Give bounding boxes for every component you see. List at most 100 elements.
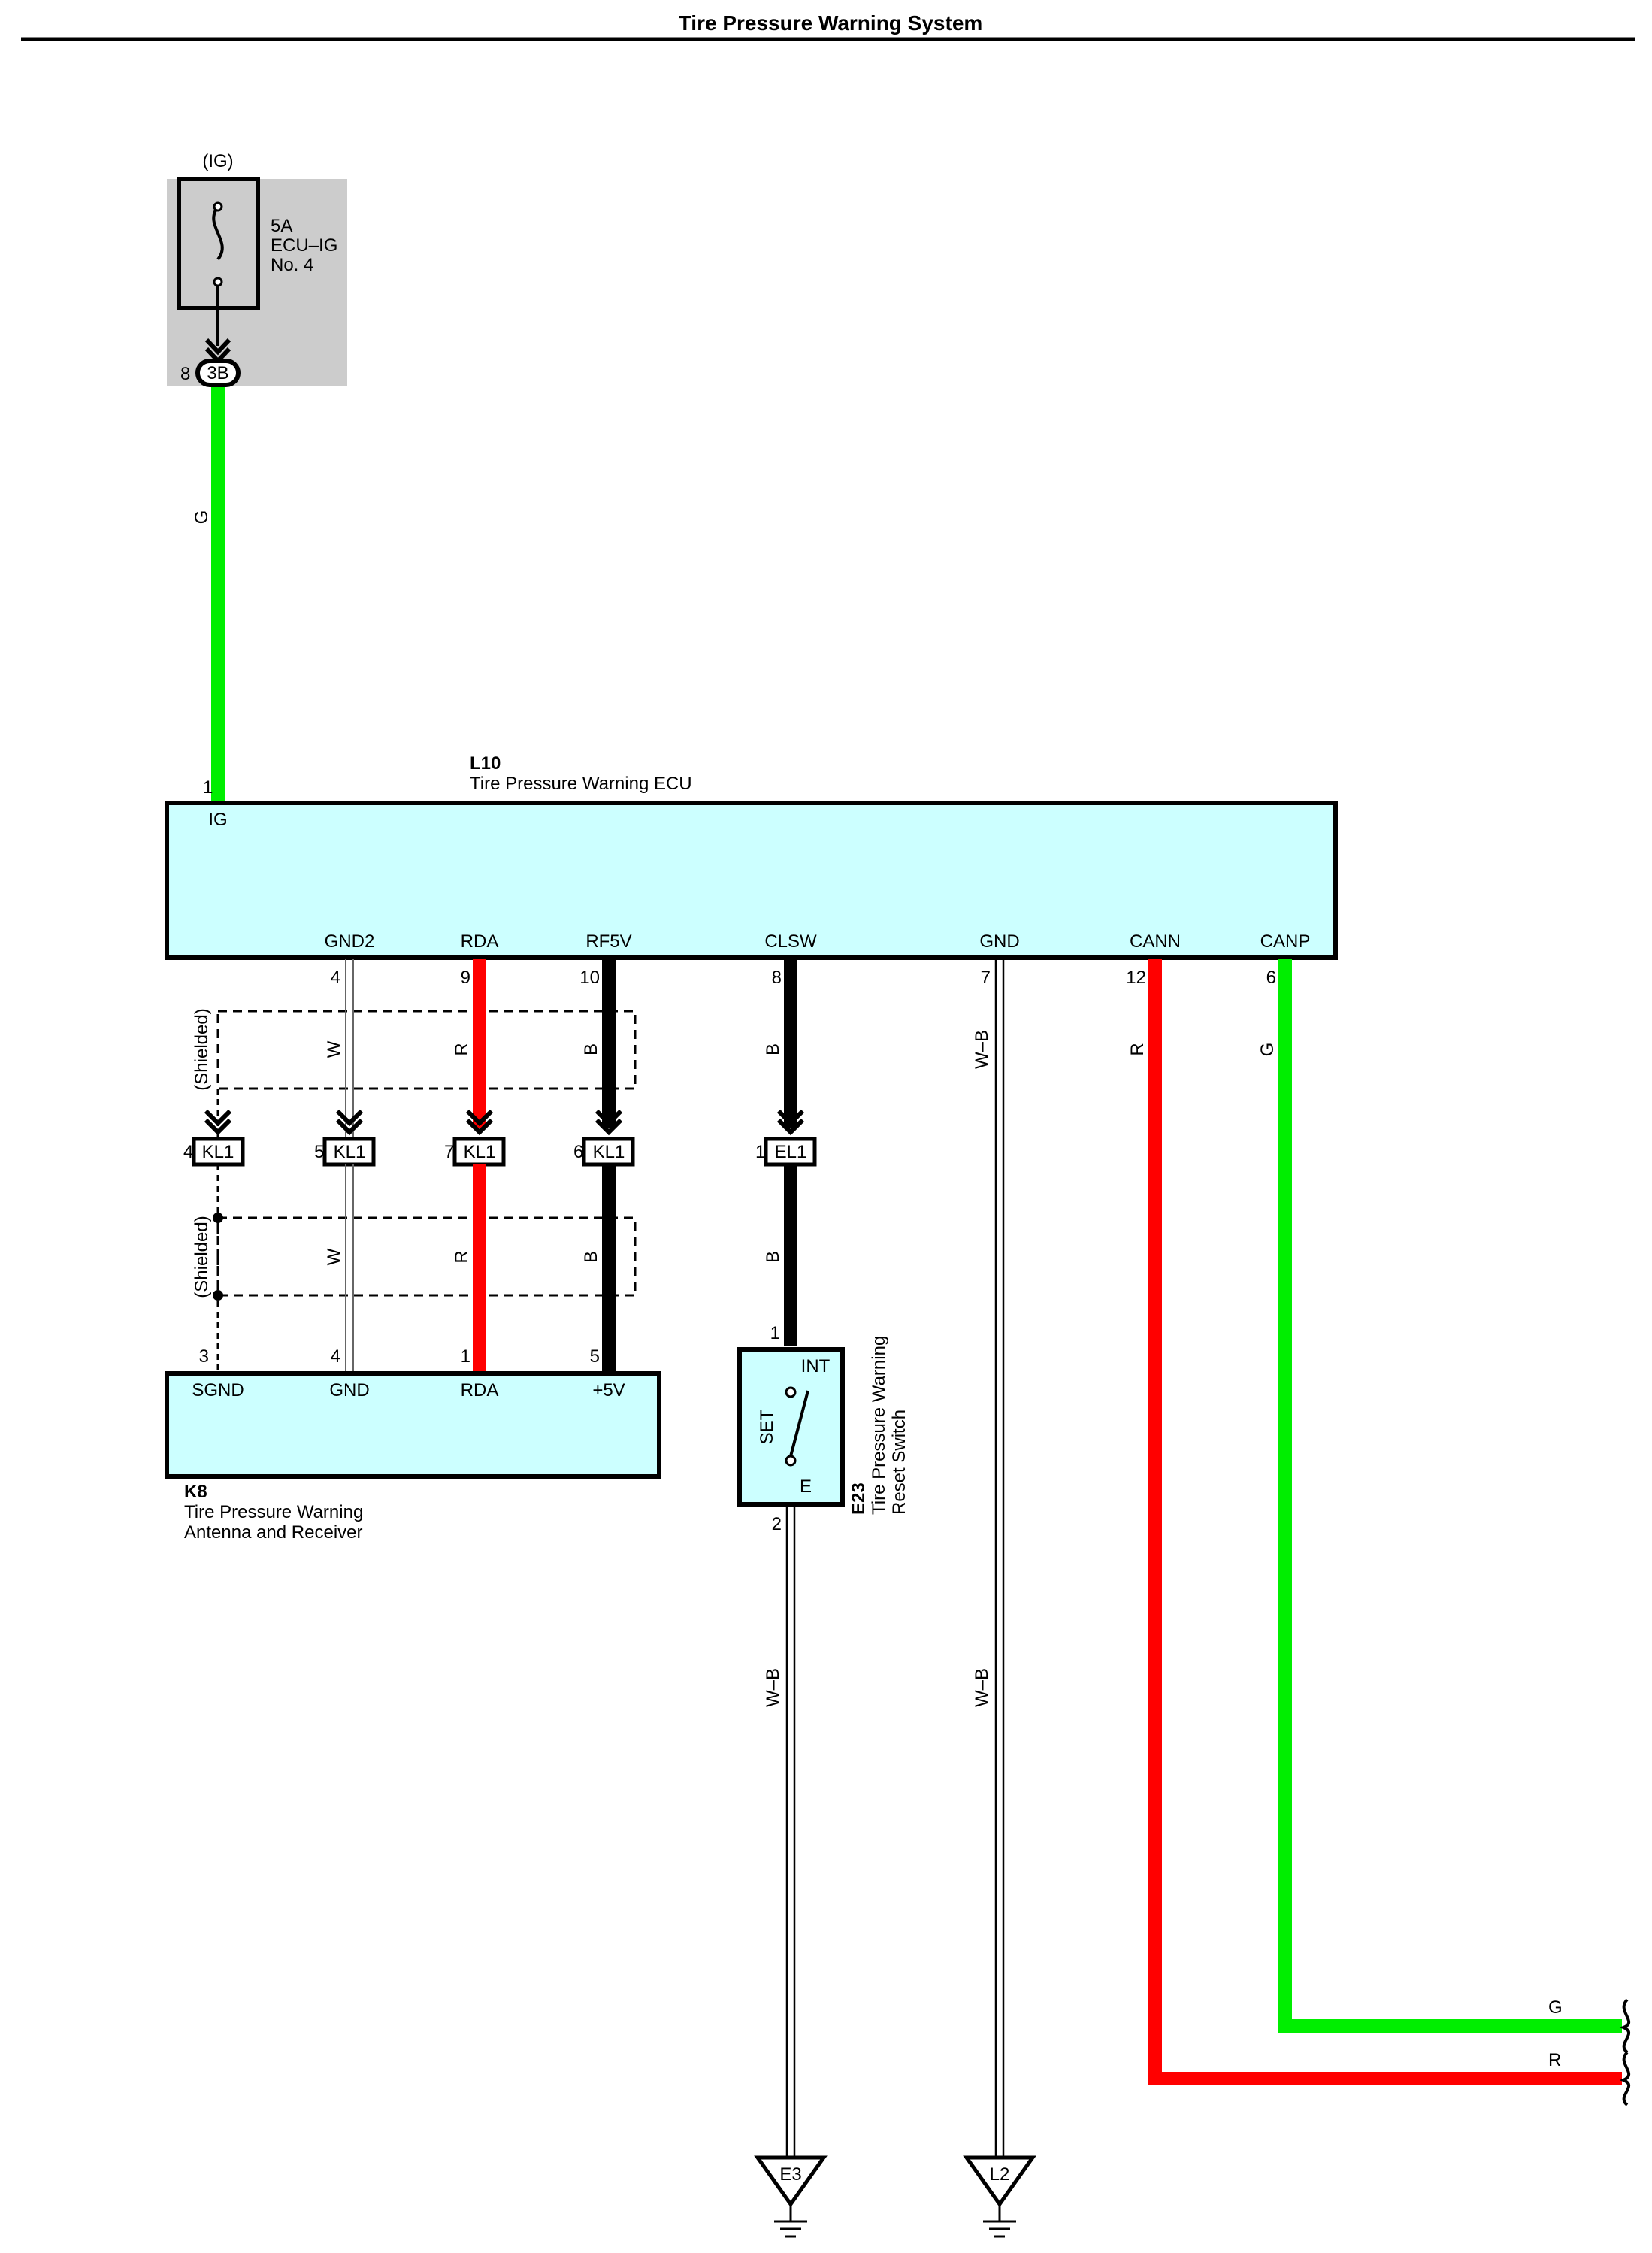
ecu-pin-label: RDA: [461, 931, 499, 952]
switch-pin-number: 2: [772, 1514, 782, 1534]
receiver-pin-number: 3: [199, 1346, 209, 1367]
switch-set-label: SET: [757, 1409, 777, 1444]
fuse-connector-label: 3B: [207, 363, 228, 383]
ecu-pin-number: 12: [1126, 968, 1146, 988]
wire-g-color-label: G: [1257, 1043, 1278, 1057]
ecu-pin-label: GND: [979, 931, 1019, 952]
ecu-name: Tire Pressure Warning ECU: [470, 774, 692, 794]
connector-label: KL1: [593, 1142, 625, 1162]
ecu-l10: L10 Tire Pressure Warning ECU 1 IG GND2 …: [165, 753, 1338, 988]
ecu-pin-label: CLSW: [764, 931, 817, 952]
wire-b-color-label: B: [763, 1043, 783, 1055]
receiver-k8: 3 4 1 5 SGND GND RDA +5V K8 Tire Pressur…: [165, 1346, 661, 1543]
connector-arrow-icon: [776, 1109, 805, 1136]
fuse-source-label: (IG): [202, 151, 233, 171]
receiver-body: [165, 1371, 661, 1479]
fuse-icon: [212, 205, 224, 261]
ecu-pin-number: 9: [461, 968, 470, 988]
connector-label: EL1: [775, 1142, 807, 1162]
connector-box: [582, 1137, 635, 1167]
receiver-name: Antenna and Receiver: [184, 1522, 363, 1543]
switch-contact-top: [785, 1386, 797, 1398]
ecu-pin-number: 8: [772, 968, 782, 988]
fuse-terminal-bottom: [213, 277, 223, 287]
fuse-terminal-top: [213, 201, 223, 212]
ground-label: E3: [779, 2164, 801, 2185]
connector-kl1: 6 KL1: [573, 1137, 635, 1167]
ecu-pin-label: CANN: [1130, 931, 1181, 952]
wire-b-color-label: B: [581, 1043, 601, 1055]
connector-pin-number: 4: [183, 1142, 193, 1162]
page-title: Tire Pressure Warning System: [679, 11, 983, 35]
connector-arrow-icon: [465, 1109, 494, 1136]
receiver-code: K8: [184, 1482, 207, 1502]
fuse-rating: 5A: [271, 216, 292, 236]
fuse-name: ECU–IG: [271, 235, 337, 256]
connector-kl1: 7 KL1: [444, 1137, 506, 1167]
ecu-pin-number: 7: [981, 968, 991, 988]
ecu-pin-number: 10: [579, 968, 600, 988]
switch-body: [737, 1347, 845, 1507]
receiver-pin-label: SGND: [192, 1380, 244, 1401]
ground-triangle: [963, 2155, 1036, 2208]
connector-arrow-icon: [595, 1109, 623, 1136]
receiver-pin-number: 1: [461, 1346, 470, 1367]
fuse-connector: [195, 359, 241, 387]
wire-wb-color-label: W–B: [972, 1668, 992, 1707]
connector-box: [322, 1137, 376, 1167]
ground-label: L2: [990, 2164, 1010, 2185]
ecu-pin-label: RF5V: [585, 931, 631, 952]
switch-name: Reset Switch: [889, 1410, 909, 1515]
switch-int-label: INT: [801, 1356, 831, 1376]
fuse-pin-number: 8: [180, 364, 190, 384]
wire-r-color-label: R: [1548, 2050, 1561, 2070]
wire-r-color-label: R: [1127, 1043, 1148, 1055]
connector-label: KL1: [334, 1142, 366, 1162]
connector-kl1: 4 KL1: [183, 1137, 245, 1167]
connector-label: KL1: [202, 1142, 234, 1162]
connector-arrow-icon: [204, 1109, 232, 1136]
switch-pin-number: 1: [770, 1323, 780, 1343]
wire-b-color-label: B: [763, 1251, 783, 1263]
wire-break-icon: [1619, 1998, 1630, 2054]
wire-w-color-label: W: [324, 1040, 344, 1058]
connector-arrow-icon: [335, 1109, 364, 1136]
shield-upper: [216, 1010, 637, 1090]
connector-kl1: 5 KL1: [314, 1137, 376, 1167]
ground-l2: L2: [963, 2155, 1036, 2238]
ecu-body: [165, 801, 1338, 960]
connector-pin-number: 5: [314, 1142, 324, 1162]
wire-cann-red: [1148, 959, 1622, 2085]
wire-wb-color-label: W–B: [763, 1668, 783, 1707]
ecu-pin-label: GND2: [325, 931, 375, 952]
connector-pin-number: 6: [573, 1142, 583, 1162]
wire-ig-color-label: G: [192, 510, 212, 525]
wire-r-color-label: R: [452, 1043, 472, 1055]
receiver-name: Tire Pressure Warning: [184, 1502, 363, 1522]
ecu-ig-pin-number: 1: [203, 777, 213, 798]
wire-wb-color-label: W–B: [972, 1030, 992, 1069]
fuse-number: No. 4: [271, 255, 313, 275]
switch-lever-icon: [789, 1390, 809, 1457]
wire-w-color-label: W: [324, 1248, 344, 1265]
receiver-pin-label: +5V: [592, 1380, 625, 1401]
fuse-block: (IG) 5A ECU–IG No. 4 8 3B: [167, 151, 347, 387]
wire-canp-green: [1278, 959, 1622, 2033]
wire-break-icon: [1619, 2051, 1630, 2106]
switch-name: Tire Pressure Warning: [869, 1336, 889, 1515]
connector-box: [192, 1137, 245, 1167]
wire-r-color-label: R: [452, 1250, 472, 1263]
ground-e3: E3: [754, 2155, 828, 2238]
receiver-pin-number: 4: [331, 1346, 340, 1367]
ecu-code: L10: [470, 753, 501, 774]
receiver-pin-number: 5: [590, 1346, 600, 1367]
switch-e23: 1 INT SET E E23 Tire Pressure Warning Re…: [737, 1323, 909, 1534]
ecu-pin-number: 6: [1266, 968, 1276, 988]
shield-lower-label: (Shielded): [192, 1216, 212, 1298]
switch-contact-bottom: [785, 1455, 797, 1467]
connector-label: KL1: [464, 1142, 496, 1162]
connector-el1: 1 EL1: [755, 1137, 817, 1167]
receiver-pin-label: GND: [329, 1380, 369, 1401]
switch-code: E23: [849, 1482, 869, 1515]
